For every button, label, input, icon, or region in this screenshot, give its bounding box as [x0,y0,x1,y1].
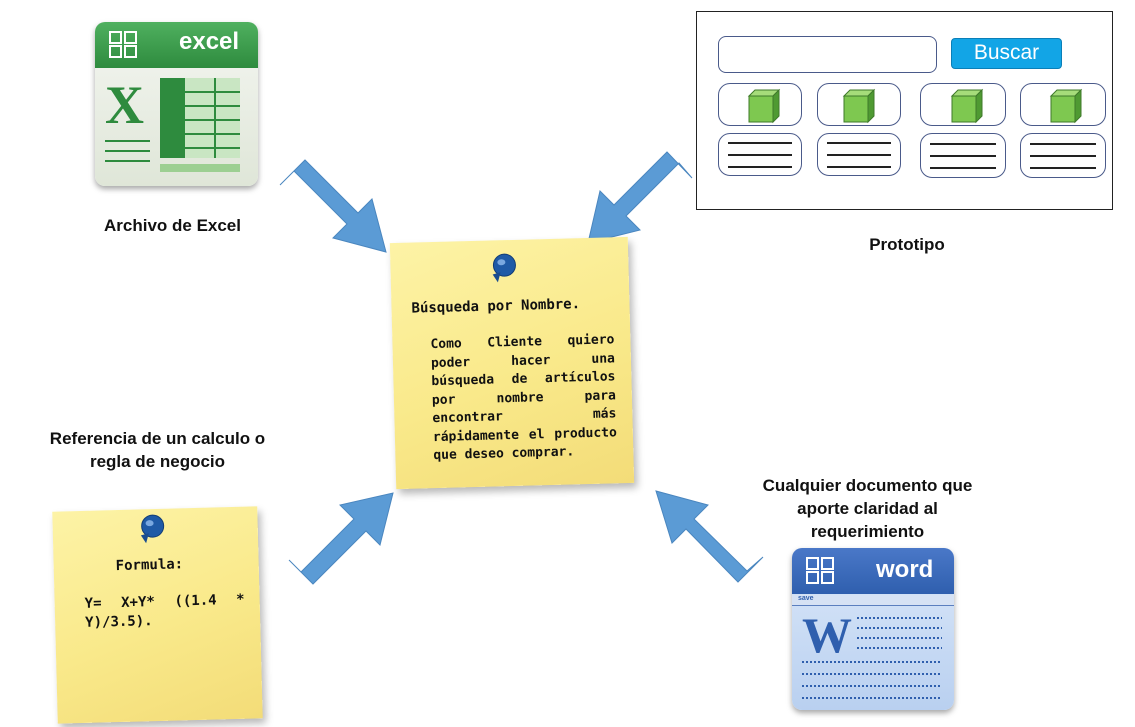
formula-body: Y= X+Y* ((1.4 * Y)/3.5). [84,591,245,631]
product-image-card [920,83,1006,126]
word-icon-toolbar-label: save [798,595,814,602]
reference-caption: Referencia de un calculo o regla de nego… [40,427,275,473]
word-caption-line2: aporte claridad al [797,499,938,518]
excel-icon-letter: X [105,75,144,135]
word-caption: Cualquier documento que aporte claridad … [745,474,990,543]
product-cube-icon [950,88,984,124]
word-icon: word save W [792,548,954,710]
arrow-from-formula [288,492,394,585]
pushpin-icon [492,253,516,283]
arrow-from-excel [279,159,387,253]
prototype-search-input[interactable] [718,36,937,73]
product-text-card [718,133,802,176]
product-cube-icon [1049,88,1083,124]
excel-icon-header [95,22,258,68]
word-icon-letter: W [802,607,852,663]
prototype-caption: Prototipo [869,235,945,254]
arrow-from-prototype [587,151,693,244]
product-text-card [920,133,1006,178]
prototype-wireframe: Buscar [696,11,1113,210]
product-cube-icon [842,88,876,124]
user-story-title: Búsqueda por Nombre. [411,296,581,317]
excel-caption: Archivo de Excel [103,216,241,235]
office-logo-icon [806,557,834,584]
word-caption-line3: requerimiento [810,522,925,541]
user-story-body: Como Cliente quiero poder hacer una búsq… [430,332,618,464]
user-story-note: Búsqueda por Nombre. Como Cliente quiero… [389,236,635,490]
office-logo-icon [109,31,137,58]
formula-note: Formula: Y= X+Y* ((1.4 * Y)/3.5). [52,506,263,724]
product-cube-icon [747,88,781,124]
excel-icon: excel X [95,22,258,186]
word-icon-label: word [876,556,934,583]
reference-caption-line1: Referencia de un calculo o [49,429,266,448]
spreadsheet-grid-icon [105,78,240,172]
pushpin-icon [140,514,165,544]
prototype-search-button[interactable]: Buscar [951,38,1062,69]
word-caption-line1: Cualquier documento que [762,476,973,495]
product-text-card [1020,133,1106,178]
arrow-from-word [655,490,764,583]
product-image-card [718,83,802,126]
product-image-card [817,83,901,126]
product-text-card [817,133,901,176]
document-lines-icon [802,617,942,699]
excel-icon-label: excel [179,28,240,55]
formula-title: Formula: [115,556,184,575]
product-image-card [1020,83,1106,126]
word-icon-toolbar: save [792,595,954,606]
reference-caption-line2: regla de negocio [89,452,226,471]
